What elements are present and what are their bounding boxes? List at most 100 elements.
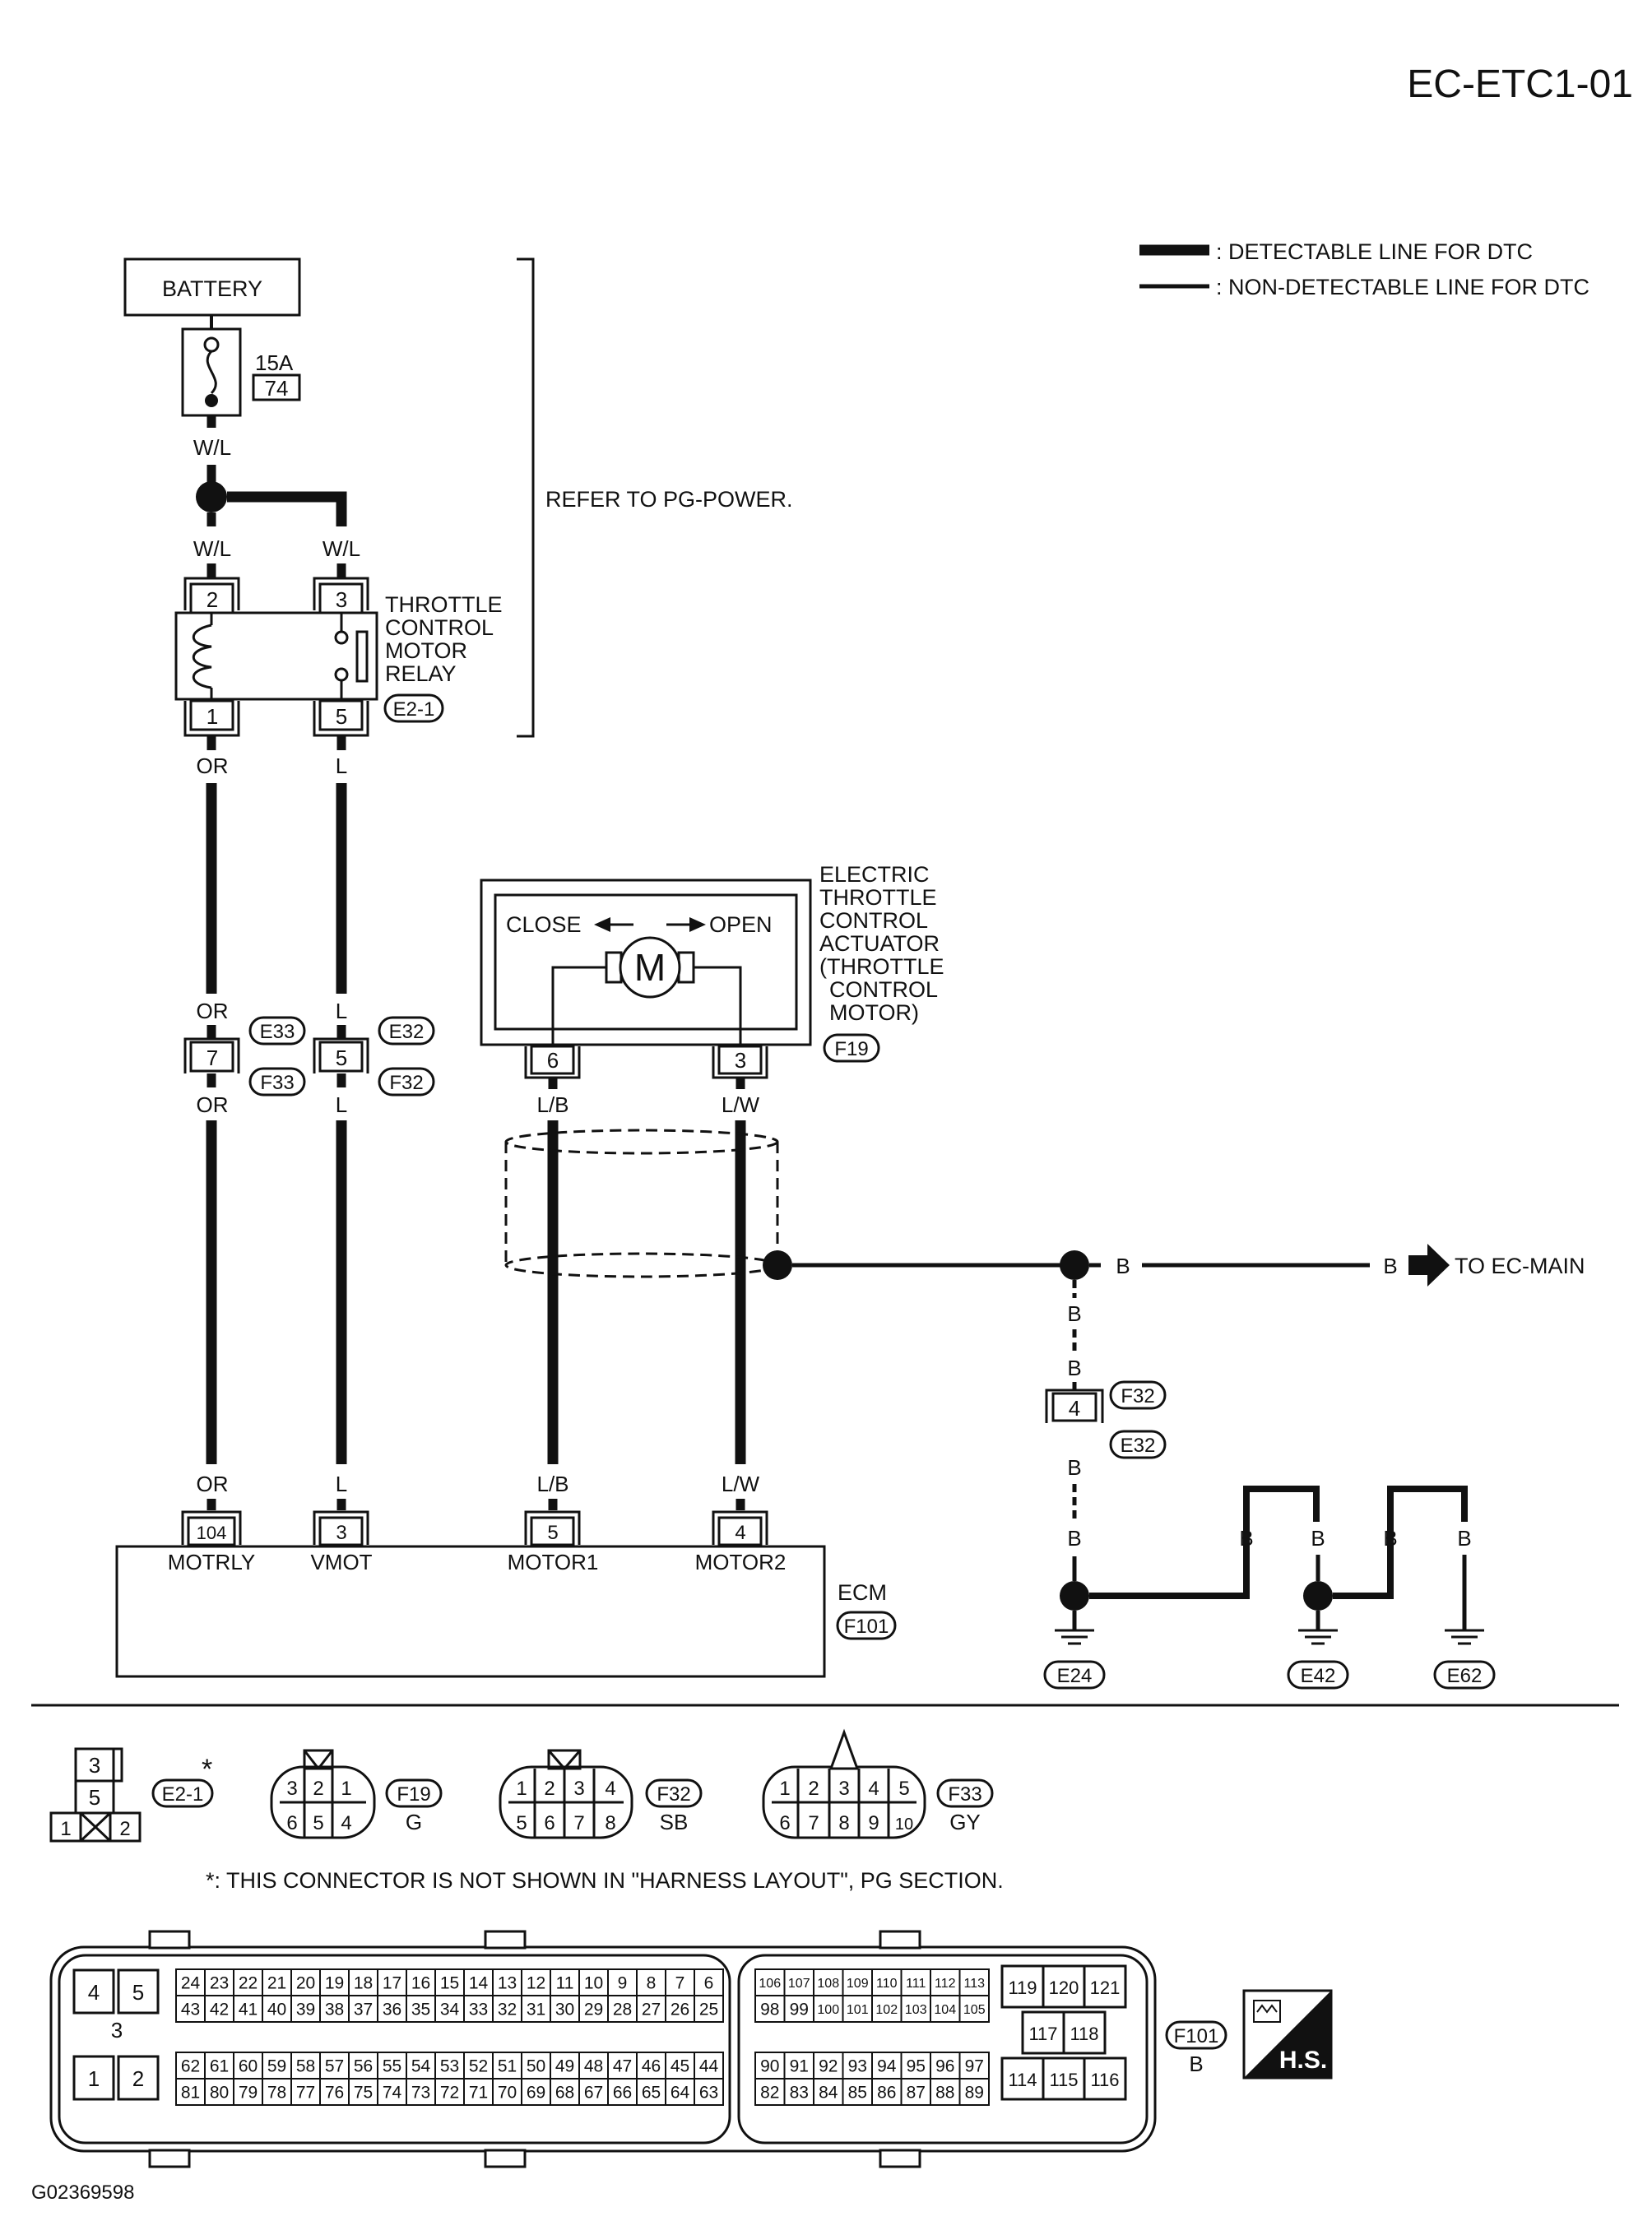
relay-pin-2: 2 xyxy=(206,587,218,612)
pin-number: 105 xyxy=(963,2003,986,2017)
legend-non-detectable: : NON-DETECTABLE LINE FOR DTC xyxy=(1216,275,1589,299)
pin-number: 95 xyxy=(907,2057,926,2076)
fuse: 15A 74 xyxy=(181,315,301,417)
pin-number: 90 xyxy=(760,2057,779,2076)
pin-number: 20 xyxy=(296,1974,315,1993)
close-label: CLOSE xyxy=(506,912,582,937)
motor-icon xyxy=(619,936,681,999)
power-bracket xyxy=(517,257,535,738)
motor-symbol: M xyxy=(634,946,666,989)
pin-number: 26 xyxy=(671,2001,689,2019)
f33-id: F33 xyxy=(948,1783,981,1806)
relay-pin-5: 5 xyxy=(336,704,347,729)
f33-bottom-3: 8 xyxy=(838,1812,849,1834)
ecm-right-119: 119 xyxy=(1008,1978,1037,1998)
open-label: OPEN xyxy=(709,912,773,937)
wire-b-3: B xyxy=(1067,1301,1081,1326)
pin-number: 106 xyxy=(759,1977,781,1991)
wire-b-6: B xyxy=(1067,1526,1081,1551)
pin-number: 83 xyxy=(790,2084,809,2103)
f32-color: SB xyxy=(660,1810,689,1834)
terminal-motor1: MOTOR1 xyxy=(508,1550,599,1574)
harness-side-icon: H.S. xyxy=(1242,1989,1333,2080)
pin-number: 17 xyxy=(383,1974,401,1993)
terminal-motrly: MOTRLY xyxy=(168,1550,255,1574)
pin-number: 74 xyxy=(383,2084,402,2103)
f33-top-3: 3 xyxy=(838,1778,849,1800)
connector-view-f19: 3 2 1 6 5 4 F19 G xyxy=(270,1749,443,1839)
wire-or-3: OR xyxy=(197,1092,229,1117)
pin-number: 61 xyxy=(210,2057,229,2076)
pin-number: 29 xyxy=(584,2001,603,2019)
footnote: *: THIS CONNECTOR IS NOT SHOWN IN "HARNE… xyxy=(206,1868,1004,1893)
wire-b-2: B xyxy=(1383,1254,1397,1278)
pin-number: 39 xyxy=(296,2001,315,2019)
actuator-inner-box xyxy=(494,893,798,1031)
actuator-name-1: ELECTRIC xyxy=(819,862,930,887)
pin-number: 94 xyxy=(877,2057,897,2076)
pin-number: 53 xyxy=(440,2057,459,2076)
connector-view-e2-1: 3 5 1 2 E2-1 * xyxy=(49,1747,214,1843)
pin-number: 81 xyxy=(181,2084,200,2103)
f32-id: F32 xyxy=(657,1783,690,1806)
pin-number: 41 xyxy=(239,2001,258,2019)
joint-connector-f32-e32-ground: 4 F32 E32 xyxy=(1045,1380,1167,1459)
pin-number: 69 xyxy=(527,2084,545,2103)
relay-name-2: CONTROL xyxy=(385,615,494,640)
pin-number: 14 xyxy=(469,1974,489,1993)
pin-number: 71 xyxy=(469,2084,488,2103)
pin-cell xyxy=(694,1995,724,2023)
wire-l-3: L xyxy=(336,1092,347,1117)
pin-number: 102 xyxy=(875,2003,898,2017)
wire-b-1: B xyxy=(1116,1254,1130,1278)
ecm-right-117: 117 xyxy=(1028,2024,1057,2044)
relay-name-4: RELAY xyxy=(385,661,457,686)
ecm-left-5: 5 xyxy=(132,1980,144,2005)
pin-number: 66 xyxy=(613,2084,632,2103)
f32-top-2: 2 xyxy=(544,1778,555,1800)
terminal-motor2: MOTOR2 xyxy=(695,1550,787,1574)
ecm-pin-104: 104 xyxy=(197,1523,227,1543)
f33-bottom-1: 6 xyxy=(779,1812,790,1834)
ecm-right-114: 114 xyxy=(1008,2070,1037,2090)
pin-number: 64 xyxy=(671,2084,690,2103)
ground-e42-badge xyxy=(1287,1660,1349,1690)
arrow-right-icon xyxy=(689,917,706,932)
pin-number: 68 xyxy=(555,2084,574,2103)
actuator-name-6: CONTROL xyxy=(829,977,938,1002)
actuator-pin-6: 6 xyxy=(547,1048,559,1073)
pin-number: 103 xyxy=(905,2003,927,2017)
ecm-pin-3: 3 xyxy=(336,1522,346,1544)
pin-number: 18 xyxy=(354,1974,373,1993)
pin-number: 107 xyxy=(788,1977,810,1991)
pin-number: 112 xyxy=(935,1977,956,1991)
pin-number: 89 xyxy=(965,2084,984,2103)
legend-detectable: : DETECTABLE LINE FOR DTC xyxy=(1216,239,1533,264)
joint-connector-e33-f33: 7 E33 F33 xyxy=(183,1016,306,1097)
pin-number: 21 xyxy=(267,1974,286,1993)
f19-bottom-1: 6 xyxy=(286,1812,297,1834)
pin-number: 45 xyxy=(671,2057,689,2076)
wire-l-4: L xyxy=(336,1472,347,1496)
ecm-left-3: 3 xyxy=(111,2018,123,2042)
f32-bottom-4: 8 xyxy=(605,1812,615,1834)
pin-number: 37 xyxy=(354,2001,373,2019)
pin-number: 76 xyxy=(325,2084,344,2103)
to-ec-main: TO EC-MAIN xyxy=(1455,1254,1585,1278)
ecm-pin-5: 5 xyxy=(547,1522,558,1544)
pin-number: 38 xyxy=(325,2001,344,2019)
pin-number: 28 xyxy=(613,2001,632,2019)
ground-e24-badge xyxy=(1043,1660,1106,1690)
wire-b-8: B xyxy=(1311,1526,1325,1551)
pin-number: 6 xyxy=(704,1974,714,1993)
actuator-name-7: MOTOR) xyxy=(829,1000,919,1025)
ecm-right-120: 120 xyxy=(1049,1978,1079,1998)
actuator-name-5: (THROTTLE xyxy=(819,954,944,979)
pin-number: 40 xyxy=(267,2001,286,2019)
pin-number: 34 xyxy=(440,2001,460,2019)
electric-throttle-control-actuator: CLOSE OPEN M 6 3 ELECTRIC THROTTLE CONTR… xyxy=(480,862,944,1079)
relay-connector-badge xyxy=(383,693,444,723)
relay-coil-icon xyxy=(193,624,212,689)
ecm-connector-badge xyxy=(836,1611,897,1640)
